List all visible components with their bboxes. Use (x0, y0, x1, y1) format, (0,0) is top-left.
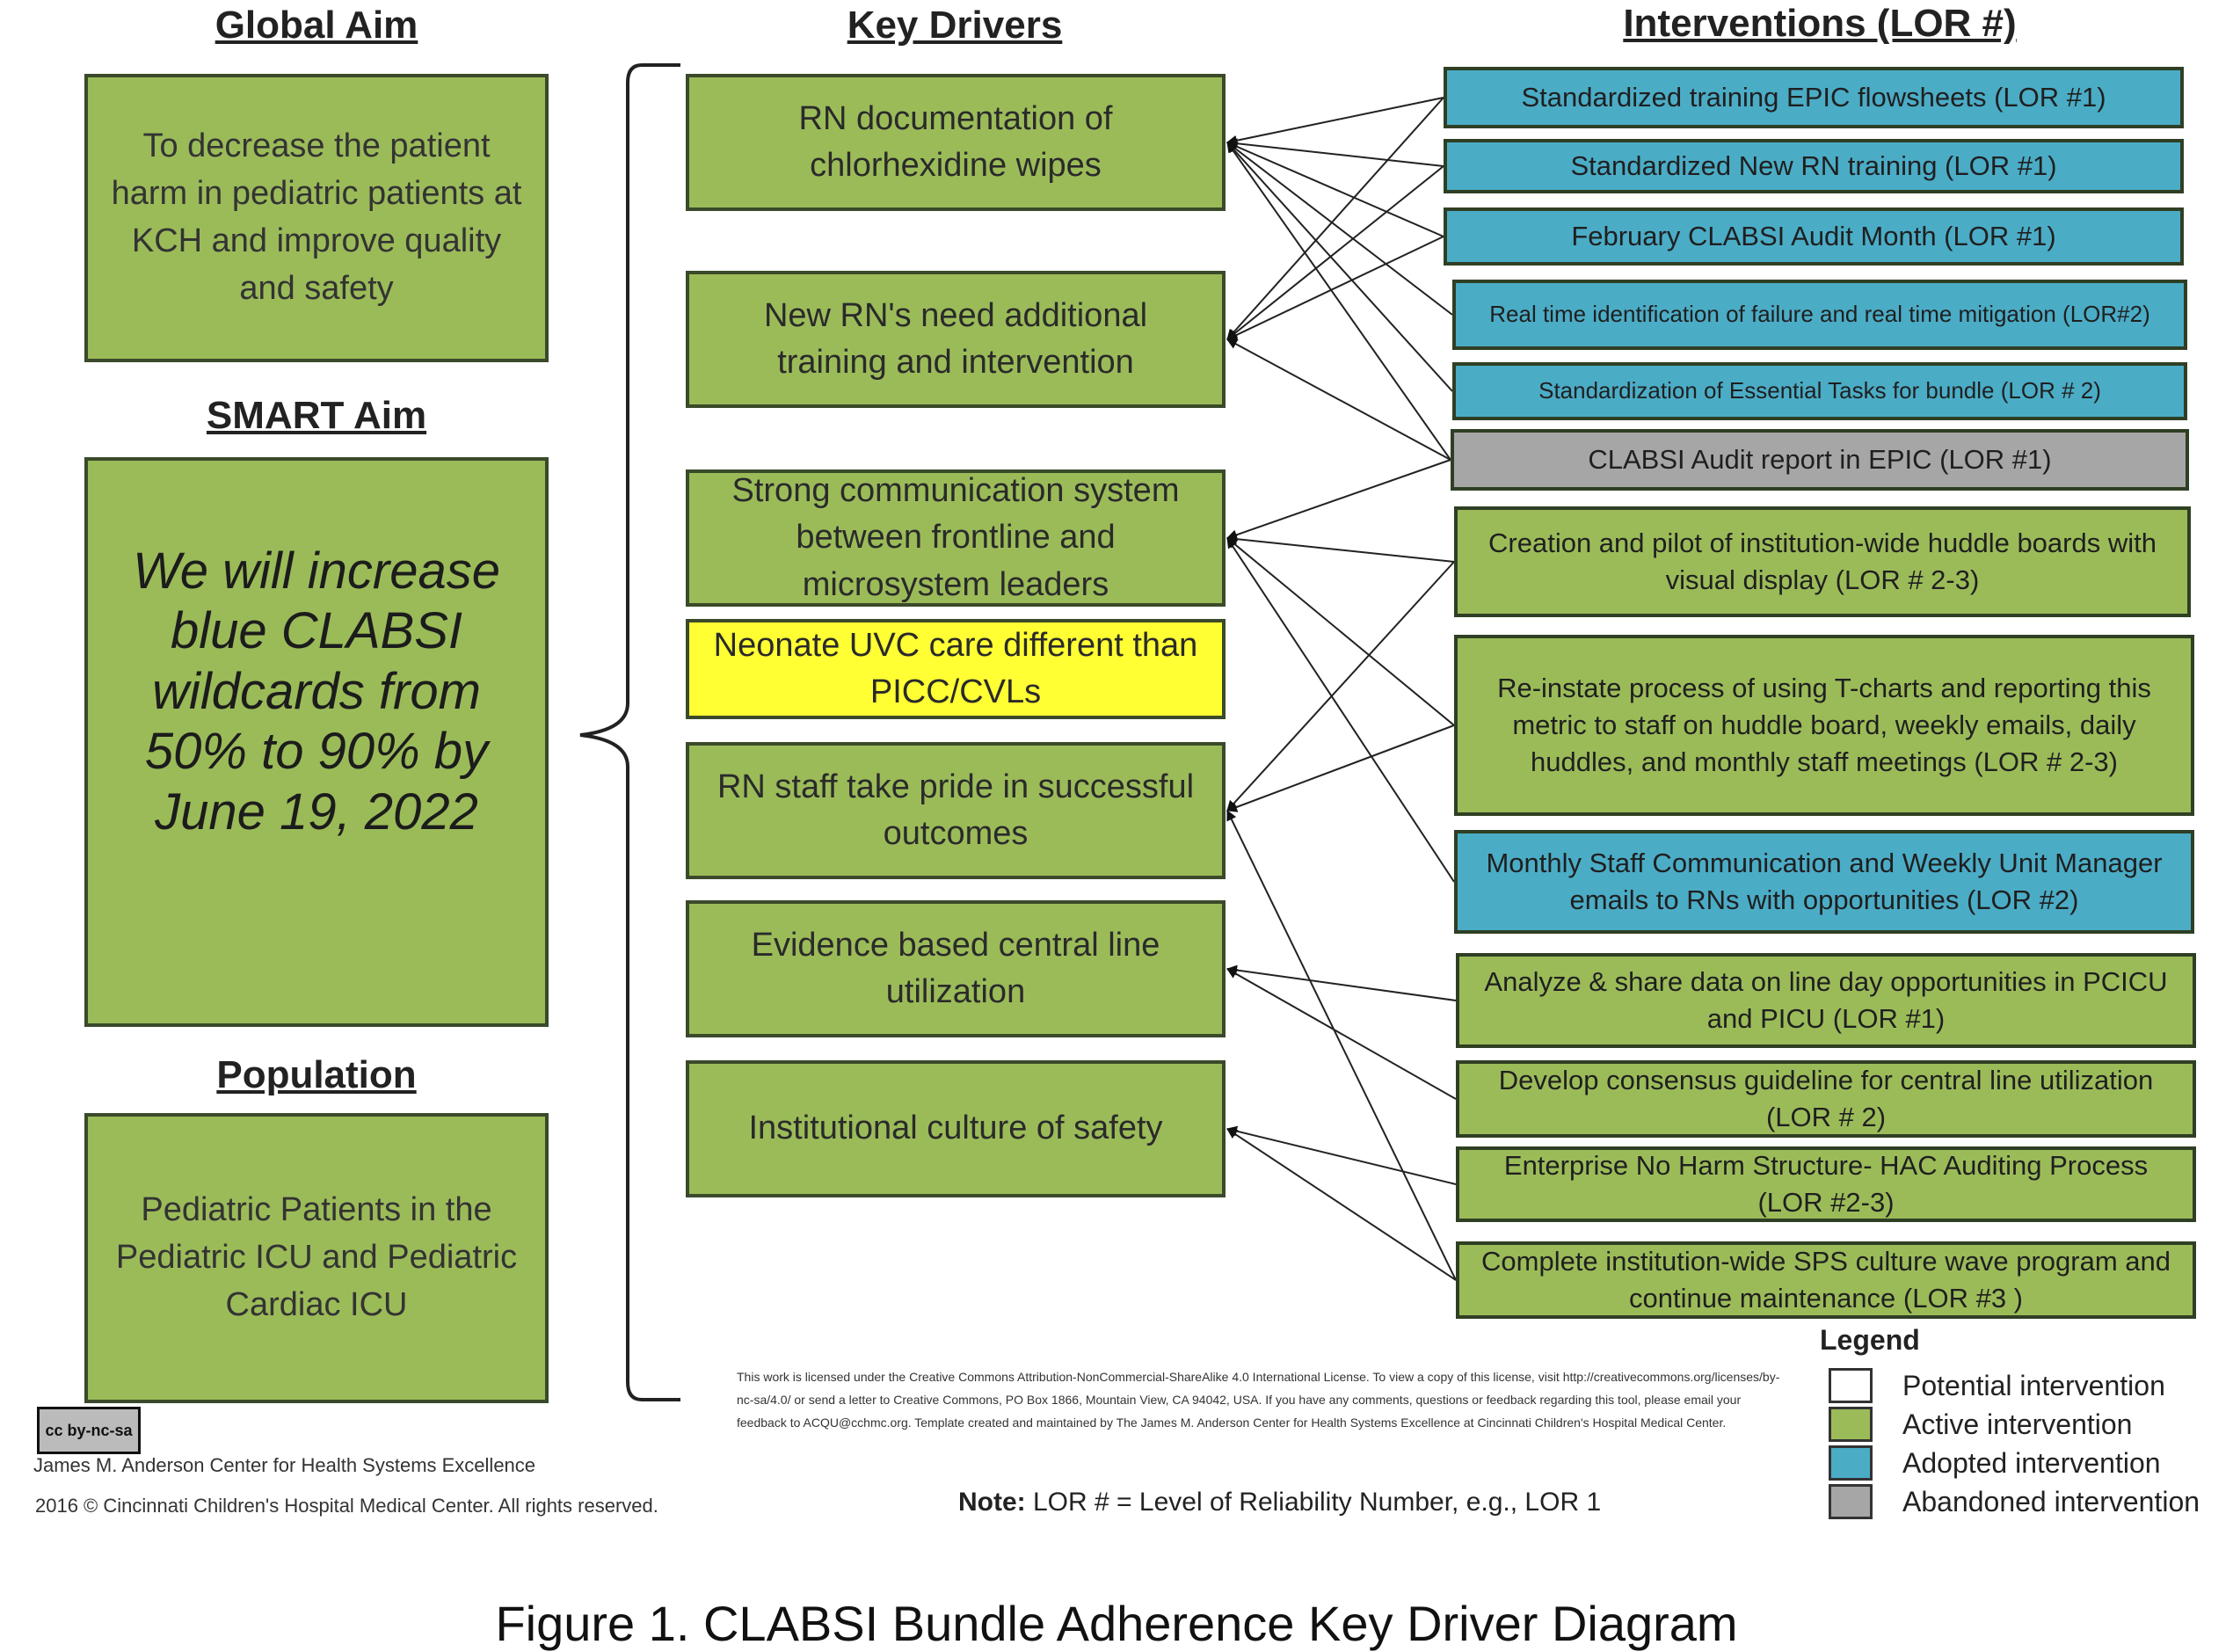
global-aim-box: To decrease the patient harm in pediatri… (84, 74, 549, 362)
credit-line-2: 2016 © Cincinnati Children's Hospital Me… (35, 1495, 658, 1517)
connector-line (1226, 724, 1455, 812)
connector-line (1226, 534, 1455, 563)
smart-aim-header: SMART Aim (206, 394, 427, 437)
connector-line (1226, 1125, 1457, 1185)
population-header: Population (216, 1053, 417, 1096)
intervention-label: Standardized New RN training (LOR #1) (1570, 150, 2057, 182)
intervention-label: Monthly Staff Communication and Weekly U… (1486, 848, 2163, 915)
smart-aim-text: We will increase blue CLABSI wildcards f… (133, 542, 500, 841)
intervention-box: CLABSI Audit report in EPIC (LOR #1) (1451, 429, 2189, 491)
figure-caption: Figure 1. CLABSI Bundle Adherence Key Dr… (495, 1596, 1738, 1651)
key-drivers-header: Key Drivers (847, 4, 1063, 47)
global-aim-text: To decrease the patient harm in pediatri… (111, 127, 522, 307)
intervention-label: Standardization of Essential Tasks for b… (1538, 377, 2101, 404)
driver-label: Strong communication system between fron… (731, 472, 1180, 603)
intervention-label: Real time identification of failure and … (1489, 301, 2150, 328)
note-text: LOR # = Level of Reliability Number, e.g… (1025, 1488, 1602, 1517)
population-box: Pediatric Patients in the Pediatric ICU … (84, 1113, 549, 1403)
population-text: Pediatric Patients in the Pediatric ICU … (115, 1191, 518, 1323)
interventions-header: Interventions (LOR #) (1623, 2, 2017, 45)
connector-line (1226, 236, 1444, 340)
legend-label: Adopted intervention (1902, 1447, 2161, 1479)
creative-commons-logo: cc by-nc-sa (37, 1407, 141, 1454)
driver-label: Evidence based central line utilization (751, 926, 1160, 1010)
intervention-label: Analyze & share data on line day opportu… (1484, 966, 2168, 1034)
connector-line (1226, 561, 1455, 811)
credit-line-1: James M. Anderson Center for Health Syst… (33, 1454, 536, 1476)
global-aim-header: Global Aim (215, 4, 418, 47)
connector-line (1226, 142, 1453, 392)
intervention-box: February CLABSI Audit Month (LOR #1) (1444, 207, 2184, 266)
driver-label: Neonate UVC care different than PICC/CVL… (713, 626, 1198, 710)
connector-line (1226, 338, 1451, 461)
intervention-box: Monthly Staff Communication and Weekly U… (1454, 830, 2194, 934)
intervention-box: Standardized training EPIC flowsheets (L… (1444, 67, 2184, 128)
driver-box: RN documentation of chlorhexidine wipes (686, 74, 1226, 211)
connector-line (1226, 141, 1444, 237)
driver-label: Institutional culture of safety (748, 1110, 1163, 1147)
intervention-box: Re-instate process of using T-charts and… (1454, 635, 2194, 816)
connector-line (1226, 138, 1444, 167)
intervention-label: Re-instate process of using T-charts and… (1497, 673, 2151, 777)
driver-box: Neonate UVC care different than PICC/CVL… (686, 619, 1226, 719)
connector-line (1226, 537, 1455, 726)
connector-line (1226, 964, 1457, 1001)
connector-line (1226, 1128, 1457, 1281)
connector-line (1226, 142, 1451, 461)
driver-box: Evidence based central line utilization (686, 900, 1226, 1037)
connector-line (1226, 165, 1444, 340)
legend-swatch-potential (1829, 1368, 1873, 1403)
legend-title: Legend (1820, 1324, 1920, 1356)
curly-brace (579, 63, 680, 1401)
intervention-label: CLABSI Audit report in EPIC (LOR #1) (1588, 444, 2052, 476)
legend-label: Abandoned intervention (1902, 1486, 2200, 1517)
intervention-label: Develop consensus guideline for central … (1498, 1065, 2154, 1132)
intervention-box: Real time identification of failure and … (1452, 280, 2187, 350)
connector-line (1226, 97, 1444, 146)
driver-box: RN staff take pride in successful outcom… (686, 742, 1226, 879)
driver-box: New RN's need additional training and in… (686, 271, 1226, 408)
connector-line (1226, 459, 1451, 541)
driver-label: New RN's need additional training and in… (763, 296, 1148, 381)
intervention-box: Creation and pilot of institution-wide h… (1454, 506, 2191, 617)
intervention-label: Standardized training EPIC flowsheets (L… (1521, 82, 2106, 113)
legend-swatch-abandoned (1829, 1484, 1873, 1519)
intervention-box: Analyze & share data on line day opportu… (1456, 953, 2196, 1048)
intervention-label: Enterprise No Harm Structure- HAC Auditi… (1503, 1150, 2149, 1218)
intervention-box: Complete institution-wide SPS culture wa… (1456, 1241, 2196, 1319)
intervention-label: Complete institution-wide SPS culture wa… (1481, 1246, 2171, 1314)
connector-line (1226, 810, 1457, 1281)
note-bold: Note: (958, 1488, 1026, 1517)
note: Note: LOR # = Level of Reliability Numbe… (958, 1488, 1601, 1517)
driver-label: RN staff take pride in successful outcom… (716, 768, 1195, 852)
intervention-box: Develop consensus guideline for central … (1456, 1060, 2196, 1138)
connector-lines (1226, 97, 1457, 1281)
legend-label: Active intervention (1902, 1408, 2133, 1440)
driver-label: RN documentation of chlorhexidine wipes (798, 99, 1113, 184)
intervention-label: February CLABSI Audit Month (LOR #1) (1571, 221, 2056, 252)
intervention-label: Creation and pilot of institution-wide h… (1488, 528, 2157, 595)
legend-swatch-active (1829, 1407, 1873, 1442)
legend-swatch-adopted (1829, 1445, 1873, 1481)
connector-line (1226, 142, 1453, 316)
smart-aim-box: We will increase blue CLABSI wildcards f… (84, 457, 549, 1027)
license-text: This work is licensed under the Creative… (737, 1370, 1780, 1430)
license-logo-text: cc by-nc-sa (45, 1421, 133, 1439)
driver-box: Institutional culture of safety (686, 1060, 1226, 1197)
connector-line (1226, 968, 1457, 1100)
intervention-box: Standardized New RN training (LOR #1) (1444, 139, 2184, 193)
connector-line (1226, 537, 1455, 883)
intervention-box: Enterprise No Harm Structure- HAC Auditi… (1456, 1146, 2196, 1222)
intervention-box: Standardization of Essential Tasks for b… (1452, 362, 2187, 420)
driver-box: Strong communication system between fron… (686, 469, 1226, 607)
legend-label: Potential intervention (1902, 1370, 2165, 1401)
connector-line (1226, 97, 1444, 340)
